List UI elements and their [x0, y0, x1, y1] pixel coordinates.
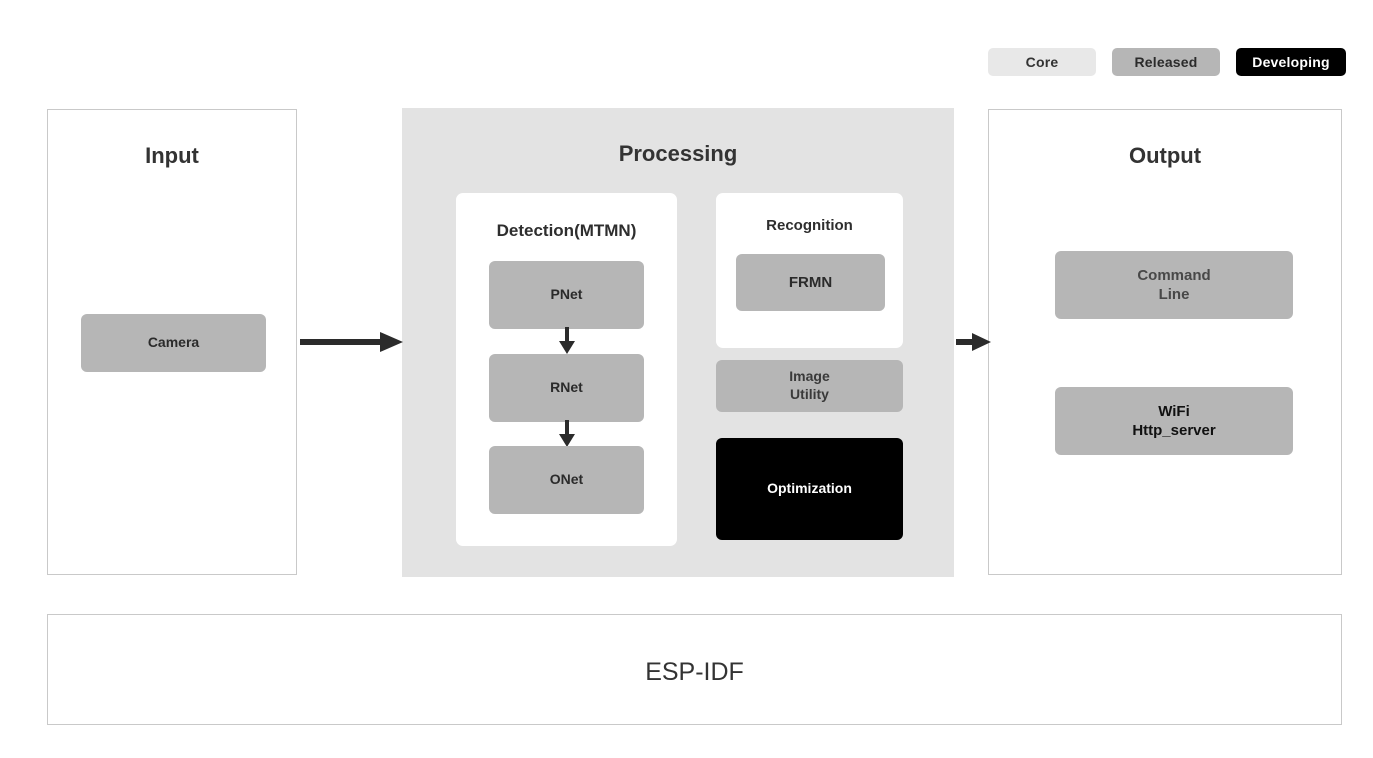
esp-idf-panel-title: ESP-IDF — [645, 658, 744, 686]
arrow-pnet-to-rnet-icon — [559, 327, 575, 354]
legend-chip-developing: Developing — [1236, 48, 1346, 76]
legend-chip-core: Core — [988, 48, 1096, 76]
node-onet-label: ONet — [549, 471, 584, 488]
processing-panel-title: Processing — [618, 141, 738, 166]
node-pnet: PNet — [489, 261, 644, 329]
processing-panel: Processing Detection(MTMN) PNet RNet ONe… — [402, 108, 954, 577]
node-frmn: FRMN — [736, 254, 885, 311]
esp-idf-panel: ESP-IDF — [47, 614, 1342, 725]
node-onet: ONet — [489, 446, 644, 514]
recognition-subpanel: Recognition FRMN — [716, 193, 903, 348]
node-optimization: Optimization — [716, 438, 903, 540]
node-optimization-label: Optimization — [767, 480, 852, 497]
node-image-utility: Image Utility — [716, 360, 903, 412]
output-panel-title: Output — [1128, 143, 1202, 168]
node-rnet-label: RNet — [550, 379, 583, 396]
node-wifi-http-server: WiFi Http_server — [1055, 387, 1293, 455]
input-panel: Input Camera — [47, 109, 297, 575]
recognition-subpanel-title: Recognition — [766, 217, 853, 234]
node-wifi-http-server-label: WiFi Http_server — [1132, 402, 1216, 439]
arrow-rnet-to-onet-icon — [559, 420, 575, 447]
node-camera: Camera — [81, 314, 266, 372]
detection-subpanel: Detection(MTMN) PNet RNet ONet — [456, 193, 677, 546]
output-panel: Output Command Line WiFi Http_server — [988, 109, 1342, 575]
legend-chip-core-label: Core — [1025, 54, 1059, 70]
arrow-input-to-processing-icon — [300, 332, 403, 352]
node-frmn-label: FRMN — [788, 273, 833, 291]
node-pnet-label: PNet — [550, 286, 583, 303]
node-image-utility-label: Image Utility — [789, 368, 830, 402]
input-panel-title: Input — [145, 143, 199, 168]
node-command-line-label: Command Line — [1137, 266, 1211, 303]
node-camera-label: Camera — [147, 334, 200, 351]
legend-chip-released-label: Released — [1134, 54, 1198, 70]
arrow-processing-to-output-icon — [956, 333, 991, 351]
node-rnet: RNet — [489, 354, 644, 422]
legend-chip-released: Released — [1112, 48, 1220, 76]
legend: Core Released Developing — [988, 48, 1346, 76]
detection-subpanel-title: Detection(MTMN) — [496, 221, 637, 240]
legend-chip-developing-label: Developing — [1252, 54, 1330, 70]
node-command-line: Command Line — [1055, 251, 1293, 319]
